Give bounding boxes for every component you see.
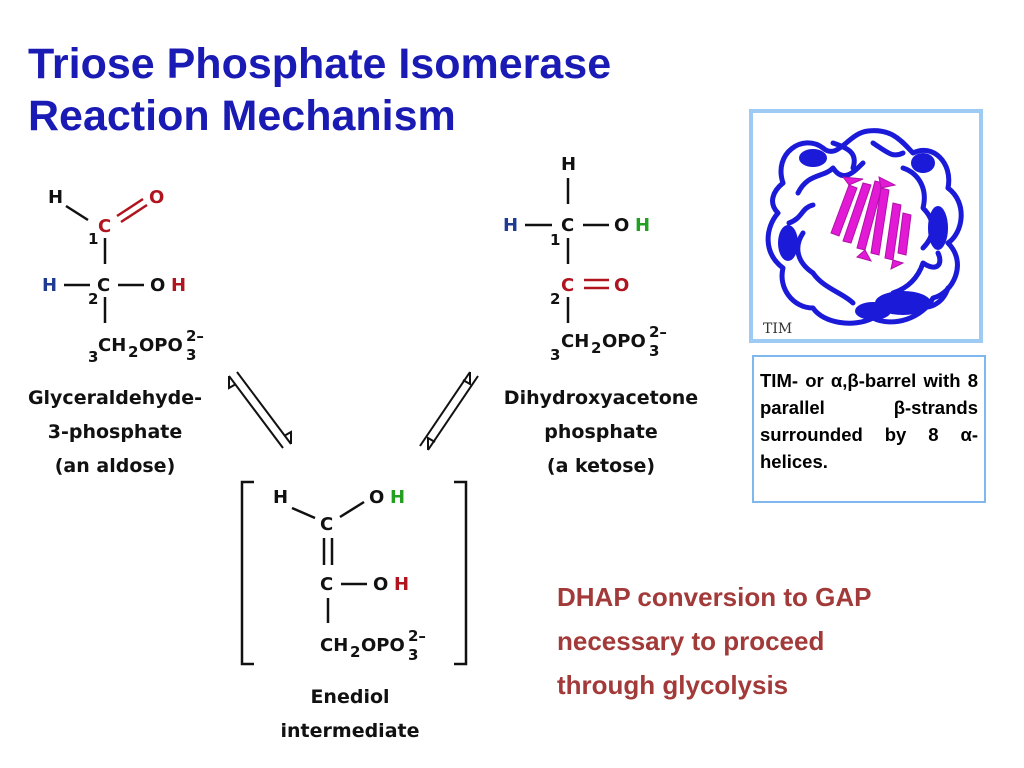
- gap-h1: H: [48, 187, 63, 208]
- dhap-label-line-2: phosphate: [544, 421, 657, 443]
- enediol-o1: O: [369, 487, 384, 508]
- tim-caption-text: TIM- or α,β-barrel with 8 parallel β-str…: [760, 370, 978, 472]
- gap-h2: H: [42, 275, 57, 296]
- dhap-h1: H: [503, 215, 518, 236]
- enediol-h1b: H: [390, 487, 405, 508]
- note-line-1: DHAP conversion to GAP: [557, 582, 872, 612]
- gap-label-line-2: 3-phosphate: [48, 421, 183, 443]
- dhap-structure: H H C O H 1 C O 2 3 CH 2 OPO 2– 3: [503, 154, 667, 364]
- dhap-sub3: 3: [649, 342, 659, 360]
- note-line-3: through glycolysis: [557, 670, 789, 700]
- dhap-n2: 2: [550, 290, 560, 308]
- gap-ch2: CH: [98, 335, 126, 356]
- dhap-opo: OPO: [602, 331, 646, 352]
- dhap-n3: 3: [550, 346, 560, 364]
- gap-label-line-1: Glyceraldehyde-: [28, 387, 202, 409]
- gap-structure: H C O 1 H C O H 2 3 CH 2 OPO 2– 3: [42, 187, 204, 366]
- dhap-sub2: 2: [591, 339, 601, 357]
- gap-label-line-3: (an aldose): [55, 455, 176, 477]
- dhap-label-line-3: (a ketose): [547, 455, 655, 477]
- dhap-ch2: CH: [561, 331, 589, 352]
- enediol-c2: C: [320, 574, 333, 595]
- enediol-h1: H: [273, 487, 288, 508]
- tim-barrel-structure-icon: TIM: [763, 128, 964, 337]
- gap-h2b: H: [171, 275, 186, 296]
- gap-sub3: 3: [186, 346, 196, 364]
- tim-structure-image: TIM: [749, 109, 983, 343]
- tim-image-label: TIM: [763, 321, 792, 337]
- page-title: Triose Phosphate Isomerase Reaction Mech…: [28, 38, 728, 142]
- dhap-c2: C: [561, 275, 574, 296]
- tim-caption-box: TIM- or α,β-barrel with 8 parallel β-str…: [752, 355, 986, 503]
- reaction-scheme: H C O 1 H C O H 2 3 CH 2 OPO 2– 3 Glycer…: [28, 154, 698, 742]
- gap-sub2: 2: [128, 343, 138, 361]
- gap-n1: 1: [88, 230, 98, 248]
- dhap-n1: 1: [550, 231, 560, 249]
- enediol-h2b: H: [394, 574, 409, 595]
- enediol-label-line-1: Enediol: [310, 686, 389, 708]
- gap-charge: 2–: [186, 327, 204, 345]
- gap-n2: 2: [88, 290, 98, 308]
- enediol-o2: O: [373, 574, 388, 595]
- equilibrium-arrows-icon: [228, 371, 479, 451]
- gap-o2: O: [150, 275, 165, 296]
- enediol-label-line-2: intermediate: [281, 720, 420, 742]
- enediol-label: Enediol intermediate: [281, 686, 420, 742]
- gap-c1: C: [98, 216, 111, 237]
- enediol-brackets: [240, 480, 468, 666]
- enediol-ch2: CH: [320, 635, 348, 656]
- title-line-2: Reaction Mechanism: [28, 92, 456, 140]
- enediol-charge: 2–: [408, 627, 426, 645]
- dhap-o1: O: [614, 215, 629, 236]
- enediol-sub2: 2: [350, 643, 360, 661]
- dhap-note: DHAP conversion to GAP necessary to proc…: [557, 575, 997, 707]
- dhap-o2: O: [614, 275, 629, 296]
- enediol-opo: OPO: [361, 635, 405, 656]
- dhap-htop: H: [561, 154, 576, 175]
- enediol-sub3: 3: [408, 646, 418, 664]
- dhap-charge: 2–: [649, 323, 667, 341]
- title-line-1: Triose Phosphate Isomerase: [28, 40, 612, 88]
- gap-o1: O: [149, 187, 164, 208]
- dhap-h1b: H: [635, 215, 650, 236]
- dhap-label-line-1: Dihydroxyacetone: [504, 387, 698, 409]
- note-line-2: necessary to proceed: [557, 626, 825, 656]
- gap-opo: OPO: [139, 335, 183, 356]
- enediol-c1: C: [320, 514, 333, 535]
- enediol-structure: H C O H C O H CH 2 OPO 2– 3: [273, 487, 426, 664]
- dhap-c1: C: [561, 215, 574, 236]
- dhap-label: Dihydroxyacetone phosphate (a ketose): [504, 387, 698, 477]
- gap-n3: 3: [88, 348, 98, 366]
- gap-label: Glyceraldehyde- 3-phosphate (an aldose): [28, 387, 202, 477]
- gap-c2: C: [97, 275, 110, 296]
